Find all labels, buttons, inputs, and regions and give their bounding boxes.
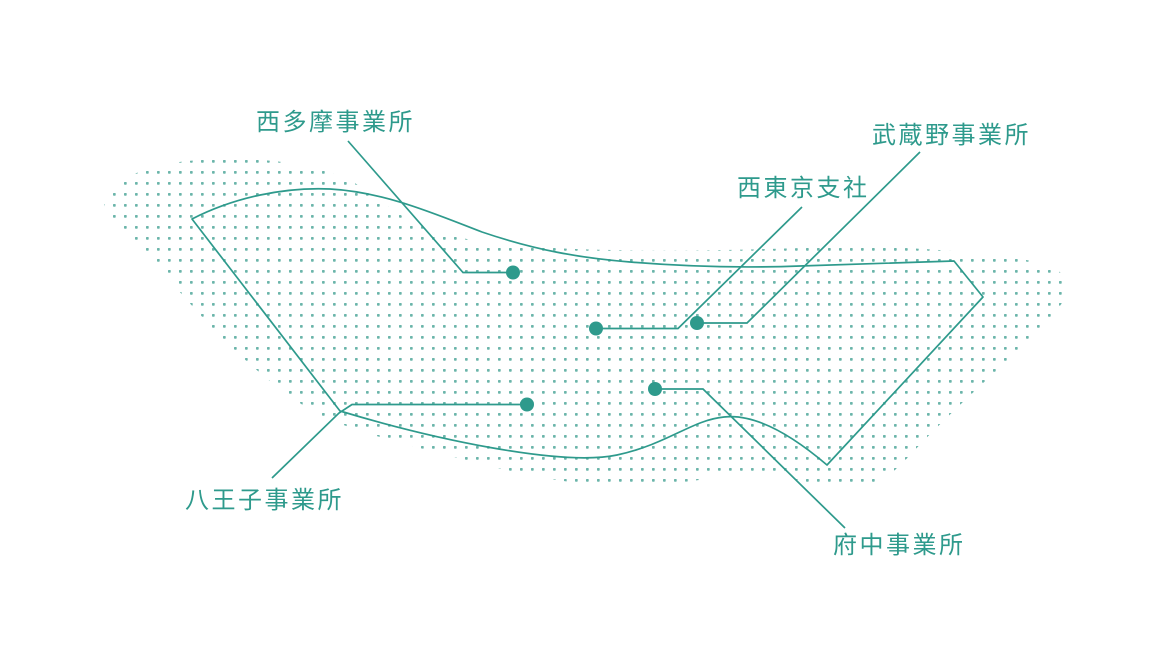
label-hachioji-office: 八王子事業所 [185,486,344,514]
leader-line-nishitokyo [596,206,803,330]
leader-line-musashino [697,151,921,324]
leader-line-nishitama [347,140,513,274]
marker-hachioji-office [520,397,534,412]
label-nishitokyo-branch: 西東京支社 [737,174,870,202]
marker-nishitama-office [506,265,520,280]
label-musashino-office: 武蔵野事業所 [872,121,1031,149]
halftone-region [104,158,1069,489]
label-fuchu-office: 府中事業所 [833,531,966,559]
leader-line-hachioji [271,403,527,479]
region-outline [191,187,984,466]
marker-musashino-office [690,316,704,330]
marker-nishitokyo-branch [589,321,603,336]
marker-fuchu-office [648,382,662,396]
leader-line-fuchu [655,388,846,529]
label-nishitama-office: 西多摩事業所 [256,108,415,136]
